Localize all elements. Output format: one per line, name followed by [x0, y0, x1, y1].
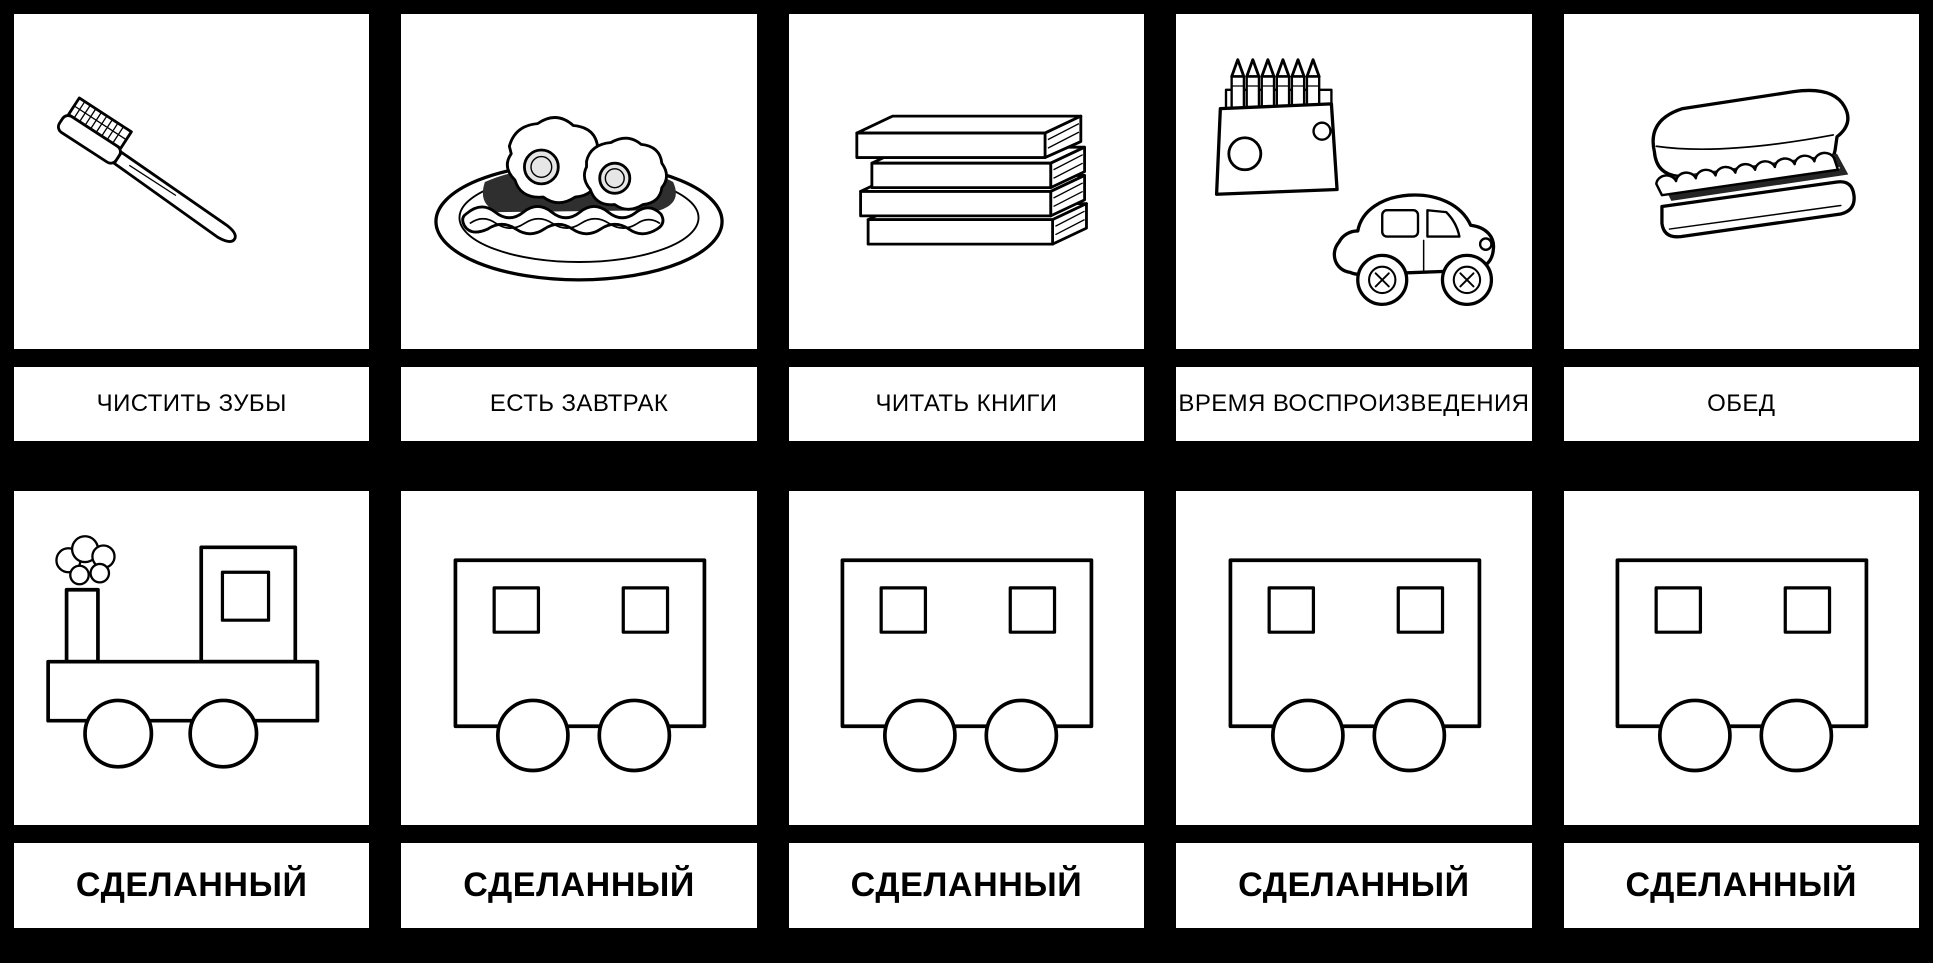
train-car-icon [841, 558, 1094, 773]
activity-card-eat-breakfast [396, 9, 762, 354]
activity-label-text: ЧИСТИТЬ ЗУБЫ [96, 390, 287, 417]
done-label-1: СДЕЛАННЫЙ [9, 838, 375, 933]
breakfast-plate-icon [434, 115, 724, 282]
activity-label-text: ВРЕМЯ ВОСПРОИЗВЕДЕНИЯ [1178, 390, 1530, 417]
done-label-3: СДЕЛАННЫЙ [783, 838, 1150, 933]
done-label-2: СДЕЛАННЫЙ [396, 838, 762, 933]
activity-label-text: ЕСТЬ ЗАВТРАК [489, 390, 669, 417]
activity-label-brush-teeth: ЧИСТИТЬ ЗУБЫ [9, 362, 375, 446]
done-card-wagon [783, 486, 1150, 830]
activity-label-text: ОБЕД [1707, 390, 1776, 417]
activity-label-text: ЧИТАТЬ КНИГИ [875, 390, 1058, 417]
done-card-wagon [396, 486, 762, 830]
sandwich-icon [1651, 88, 1857, 238]
done-cell-4: СДЕЛАННЫЙ [1171, 486, 1537, 933]
activity-cell-eat-breakfast: ЕСТЬ ЗАВТРАК [396, 9, 762, 446]
crayon-box-and-toy-car-icon [1214, 57, 1496, 306]
done-cell-1: СДЕЛАННЫЙ [9, 486, 375, 933]
done-card-wagon [1171, 486, 1537, 830]
done-label-text: СДЕЛАННЫЙ [463, 866, 695, 904]
toothbrush-icon [56, 96, 237, 243]
done-label-5: СДЕЛАННЫЙ [1558, 838, 1924, 933]
activity-label-eat-breakfast: ЕСТЬ ЗАВТРАК [396, 362, 762, 446]
activity-card-play-time [1171, 9, 1537, 354]
done-label-4: СДЕЛАННЫЙ [1171, 838, 1537, 933]
activity-cell-read-books: ЧИТАТЬ КНИГИ [783, 9, 1150, 446]
done-cell-5: СДЕЛАННЫЙ [1558, 486, 1924, 933]
train-engine-icon [45, 535, 319, 769]
done-label-text: СДЕЛАННЫЙ [850, 866, 1083, 904]
activity-label-lunch: ОБЕД [1558, 362, 1924, 446]
done-label-text: СДЕЛАННЫЙ [75, 866, 308, 904]
activity-card-brush-teeth [9, 9, 375, 354]
done-row: СДЕЛАННЫЙ СДЕЛАННЫЙ [9, 486, 1924, 933]
activity-label-read-books: ЧИТАТЬ КНИГИ [783, 362, 1150, 446]
train-car-icon [1228, 558, 1482, 773]
activities-row: ЧИСТИТЬ ЗУБЫ [9, 9, 1924, 446]
activity-card-read-books [783, 9, 1150, 354]
done-card-engine [9, 486, 375, 830]
done-card-wagon [1558, 486, 1924, 830]
done-label-text: СДЕЛАННЫЙ [1625, 866, 1858, 904]
train-car-icon [1615, 558, 1869, 773]
activity-cell-brush-teeth: ЧИСТИТЬ ЗУБЫ [9, 9, 375, 446]
done-cell-2: СДЕЛАННЫЙ [396, 486, 762, 933]
done-label-text: СДЕЛАННЫЙ [1238, 866, 1470, 904]
activity-card-lunch [1558, 9, 1924, 354]
activity-label-play-time: ВРЕМЯ ВОСПРОИЗВЕДЕНИЯ [1171, 362, 1537, 446]
activity-cell-play-time: ВРЕМЯ ВОСПРОИЗВЕДЕНИЯ [1171, 9, 1537, 446]
done-cell-3: СДЕЛАННЫЙ [783, 486, 1150, 933]
activity-cell-lunch: ОБЕД [1558, 9, 1924, 446]
train-car-icon [453, 558, 707, 773]
book-stack-icon [855, 114, 1089, 246]
